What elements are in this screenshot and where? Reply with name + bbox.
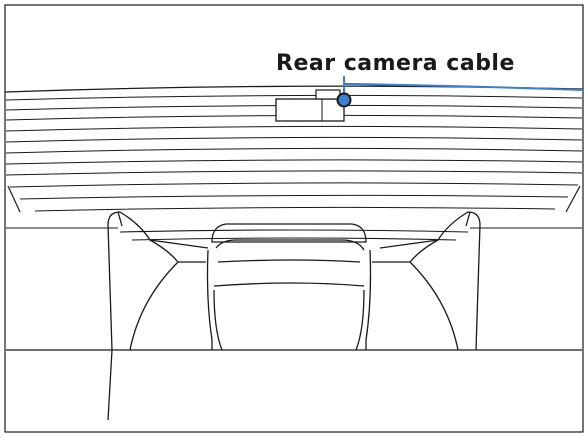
rear-camera [275, 89, 345, 122]
right-rear-seat [379, 211, 481, 351]
center-headrest [211, 223, 367, 251]
defroster-lines [5, 94, 583, 212]
frame-border [4, 4, 584, 433]
cable-connection-point [336, 92, 352, 108]
callout-label: Rear camera cable [276, 51, 515, 76]
center-seat-back [206, 249, 372, 351]
left-rear-seat [107, 211, 209, 421]
rear-camera-cable [336, 76, 584, 108]
